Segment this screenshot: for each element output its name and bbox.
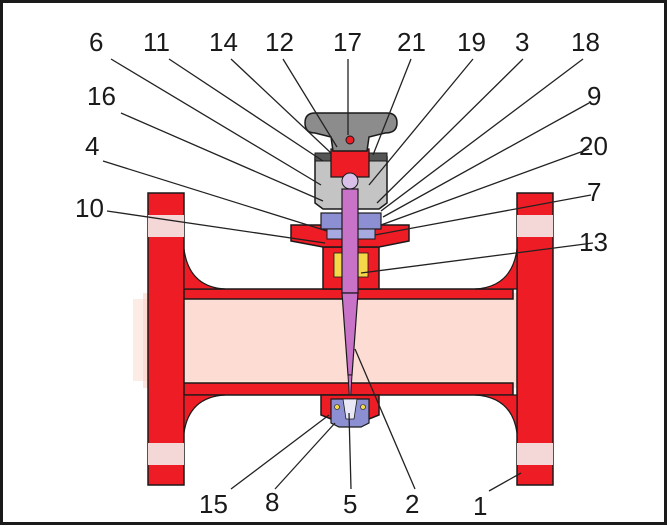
handle-pin [345,135,355,145]
callout-3: 3 [515,27,529,57]
left-flange [147,192,226,486]
packing [357,252,369,278]
callout-15: 15 [199,489,228,519]
ball [341,172,359,190]
callout-9: 9 [587,81,601,111]
callout-7: 7 [587,177,601,207]
callout-2: 2 [405,489,419,519]
callout-1: 1 [473,491,487,521]
callout-18: 18 [571,27,600,57]
valve-diagram: 6 11 14 12 17 21 19 3 18 16 9 4 20 10 7 … [75,27,608,521]
callout-16: 16 [87,81,116,111]
needle-tip [347,374,353,408]
callout-5: 5 [343,489,357,519]
bolt-hole [148,443,184,465]
callout-11: 11 [143,27,170,57]
callout-17: 17 [333,27,362,57]
leader-lines [102,58,594,492]
callout-12: 12 [265,27,294,57]
handle [304,112,398,152]
callout-4: 4 [85,131,99,161]
bolt-hole [517,215,553,237]
stem [341,188,359,294]
right-flange [474,192,554,486]
callout-8: 8 [265,487,279,517]
callout-20: 20 [579,131,608,161]
valve-body-bottom-wall [182,382,514,396]
callout-21: 21 [397,27,426,57]
callout-13: 13 [579,227,608,257]
bolt-hole [517,443,553,465]
callout-14: 14 [209,27,238,57]
callout-10: 10 [75,193,104,223]
callout-19: 19 [457,27,486,57]
callout-6: 6 [89,27,103,57]
